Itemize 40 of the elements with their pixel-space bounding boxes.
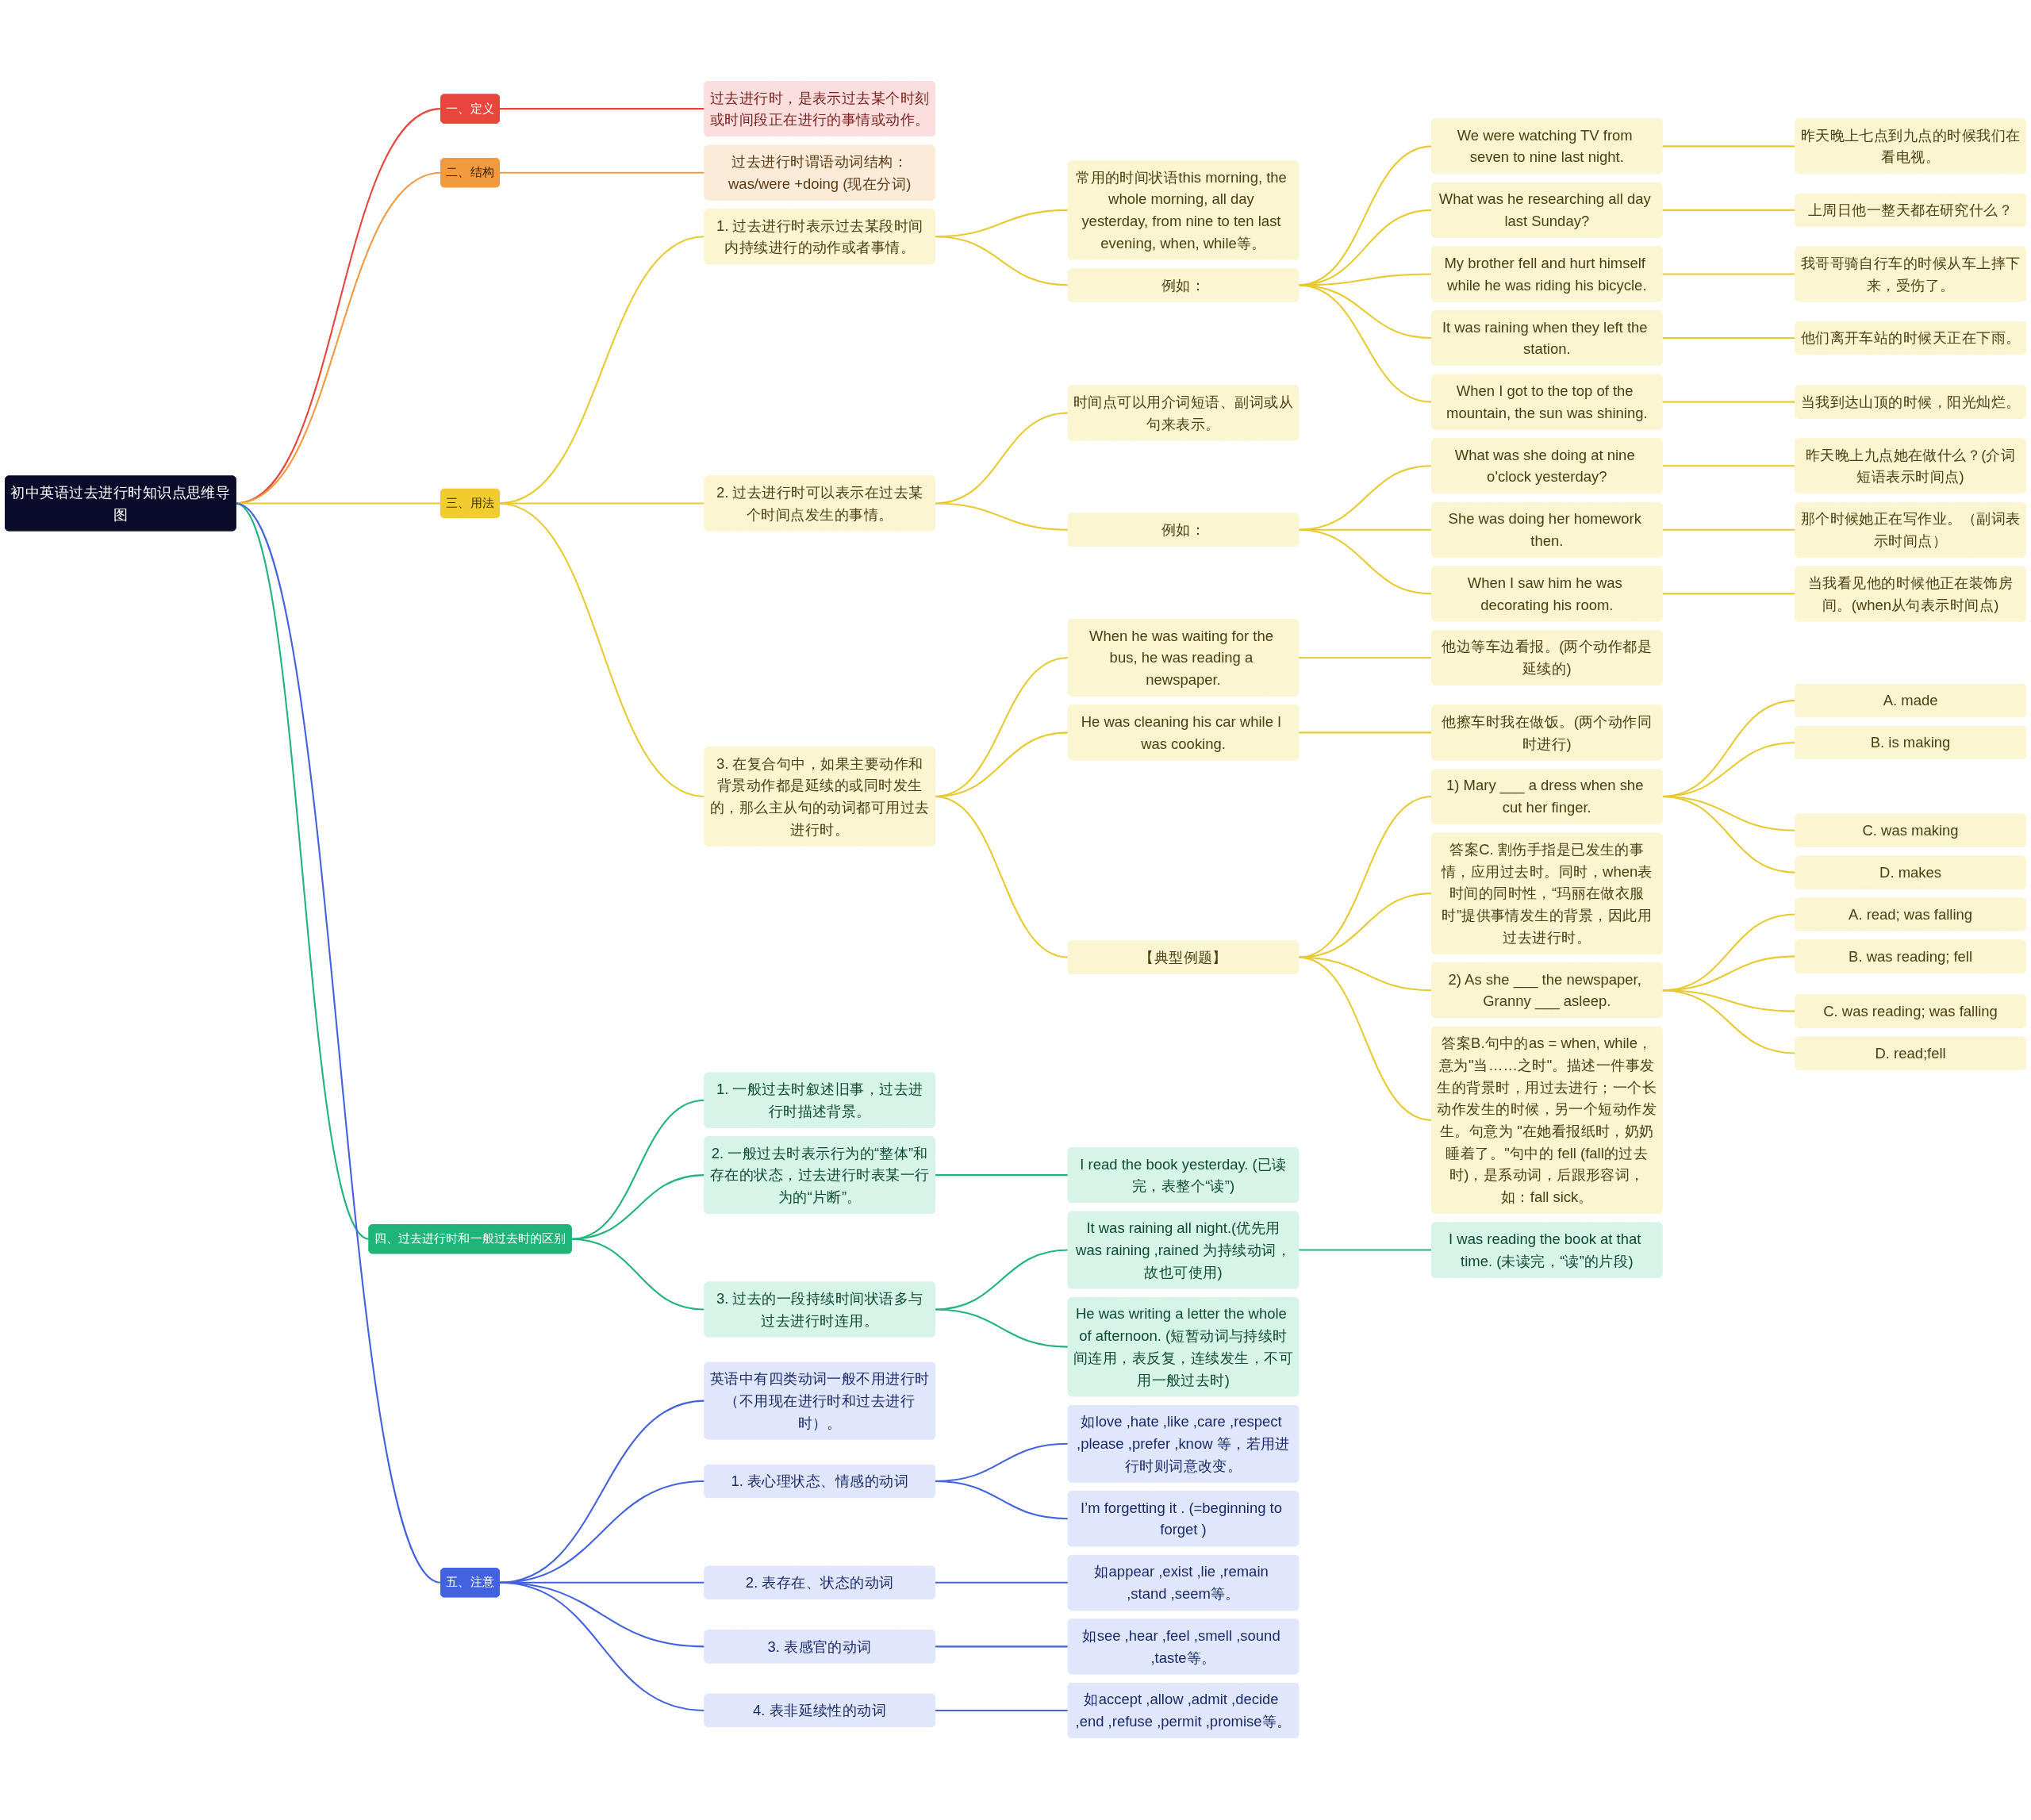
connector [1661,989,1795,1054]
connector [1662,401,1795,404]
connector [935,796,1069,959]
connector [935,502,1069,532]
connector [1662,529,1795,532]
connector [499,1582,705,1712]
connector [1298,284,1432,404]
connector [935,1174,1069,1177]
connector [1662,273,1795,275]
connector [1298,957,1432,1122]
connector [935,1710,1069,1712]
connector [935,1249,1069,1311]
connector [499,172,705,175]
connector [935,1308,1069,1349]
connector [235,108,441,505]
connector [935,236,1069,286]
connector [499,502,705,505]
connector [1661,796,1795,874]
connector [571,1174,705,1241]
connector [235,503,442,1584]
connector [499,502,705,798]
connector [935,1480,1069,1520]
connector [1298,529,1432,595]
connector [1662,337,1795,340]
connector [499,108,705,110]
connector [1662,593,1795,595]
connector [1662,465,1795,467]
connector [935,1582,1069,1584]
connector [499,236,705,505]
connector [1662,209,1795,212]
connector [236,502,441,505]
connector [1298,657,1432,659]
connector [1298,1249,1432,1252]
connector [1298,893,1432,959]
connector [235,172,441,505]
connector [1298,731,1432,734]
connector [571,1238,705,1311]
connector [1662,145,1795,148]
connector [1298,796,1432,959]
connector [935,1645,1069,1648]
